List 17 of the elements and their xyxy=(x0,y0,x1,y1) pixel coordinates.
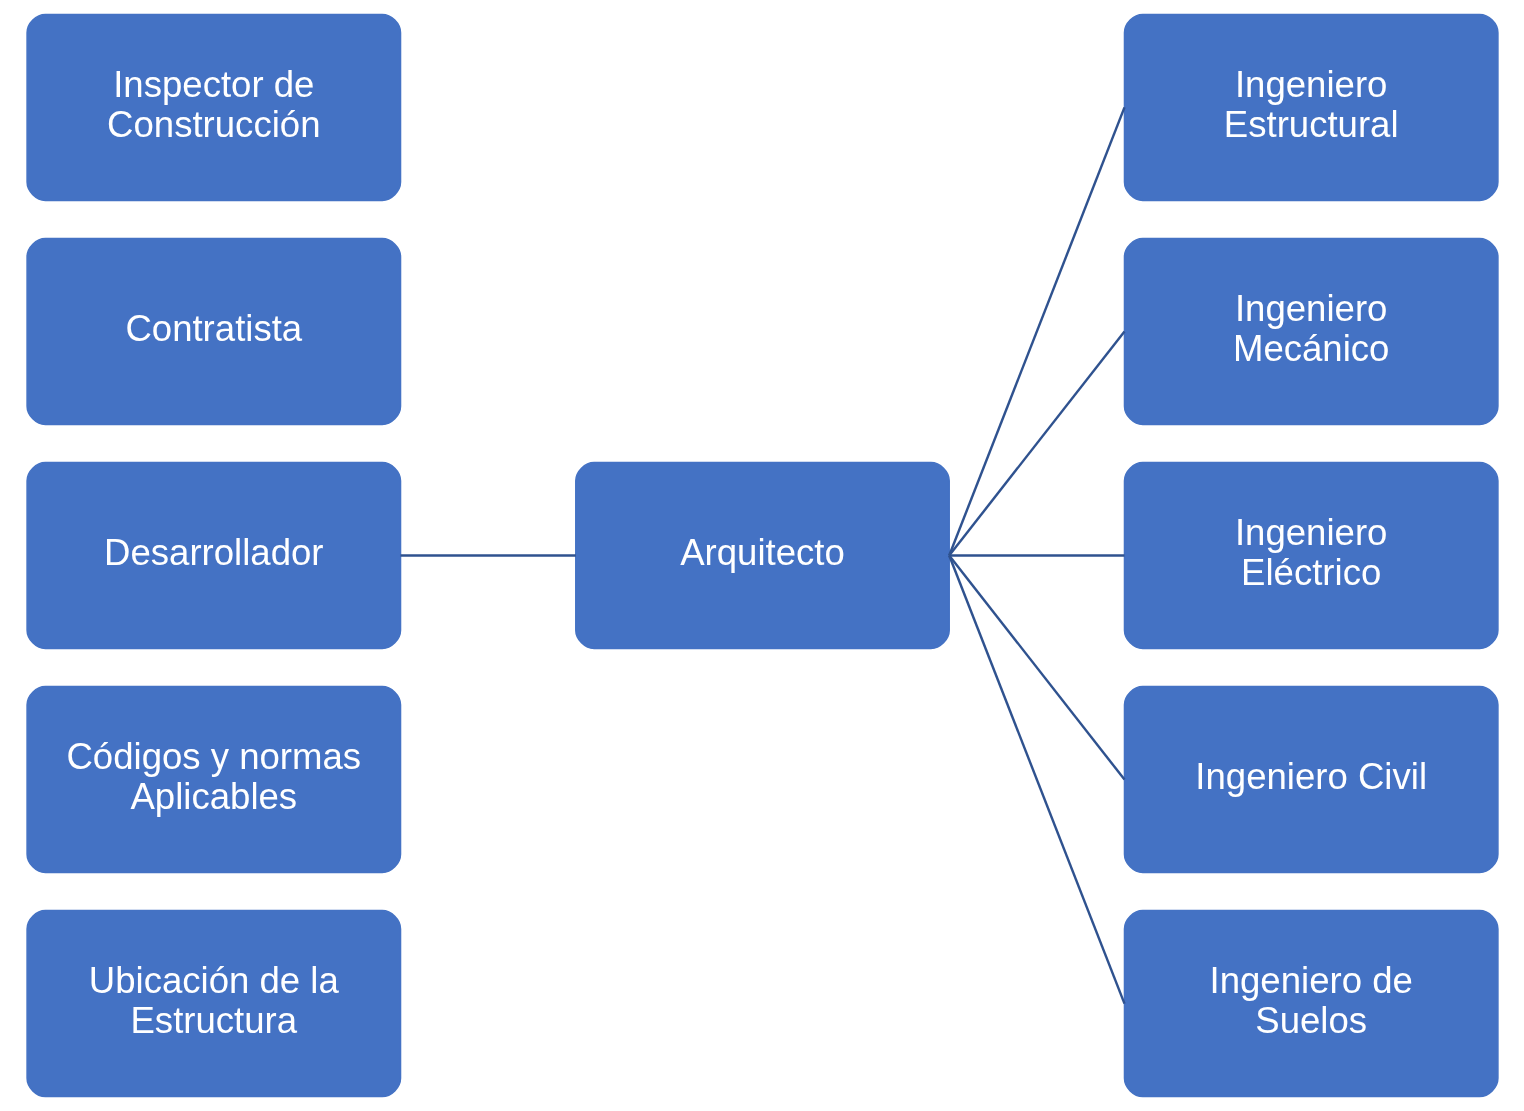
node-box: Ingeniero Eléctrico xyxy=(1123,461,1499,650)
node-box: Ingeniero Estructural xyxy=(1123,13,1499,202)
node-box: Códigos y normas Aplicables xyxy=(25,685,401,874)
node-box: Desarrollador xyxy=(25,461,401,650)
connector xyxy=(400,554,576,557)
node-box: Ingeniero Mecánico xyxy=(1123,237,1499,426)
connector xyxy=(947,330,1125,557)
node-box: Contratista xyxy=(25,237,401,426)
node-box: Ubicación de la Estructura xyxy=(25,909,401,1098)
connector xyxy=(947,106,1126,556)
connector xyxy=(948,554,1124,557)
connector xyxy=(947,554,1125,781)
node-box: Ingeniero Civil xyxy=(1123,685,1499,874)
node-box: Inspector de Construcción xyxy=(25,13,401,202)
node-box: Arquitecto xyxy=(574,461,950,650)
connector xyxy=(947,555,1126,1005)
node-box: Ingeniero de Suelos xyxy=(1123,909,1499,1098)
